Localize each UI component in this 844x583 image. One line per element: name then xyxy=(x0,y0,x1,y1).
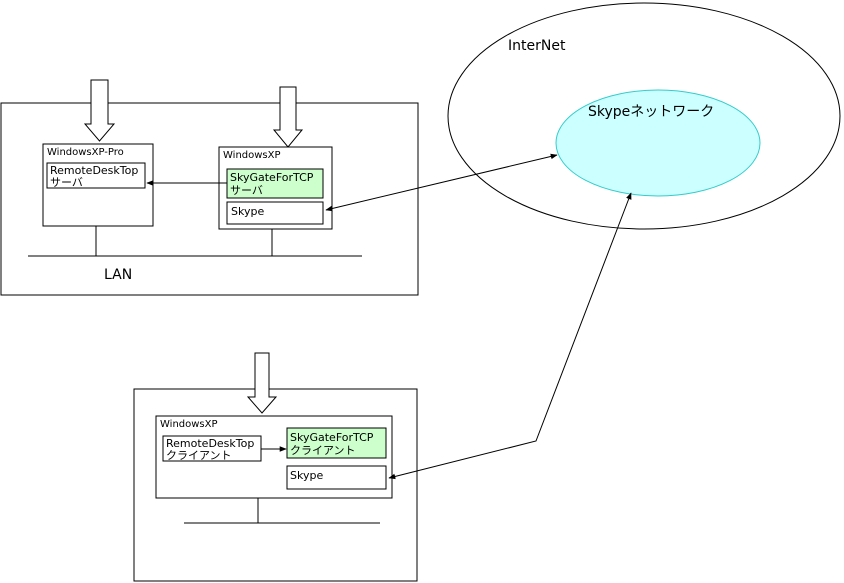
internet-label: InterNet xyxy=(508,38,566,54)
skygate-server-line2: サーバ xyxy=(230,184,263,197)
pc-title: WindowsXP-Pro xyxy=(47,147,124,158)
remotedesktop-server-line1: RemoteDeskTop xyxy=(50,164,138,177)
lan-label: LAN xyxy=(104,267,132,283)
skype-box xyxy=(226,201,324,225)
skygate-server-box xyxy=(226,168,324,199)
skygate-client-line2: クライアント xyxy=(290,444,356,457)
skygate-client-line1: SkyGateForTCP xyxy=(290,431,374,444)
skype-connection-b xyxy=(388,192,632,480)
skype-network-ellipse xyxy=(555,89,761,197)
user-access-arrow xyxy=(246,352,278,414)
remotedesktop-client-box xyxy=(162,435,262,462)
site-b-frame xyxy=(133,388,418,582)
skygate-server-line1: SkyGateForTCP xyxy=(230,171,314,184)
remotedesktop-client-line1: RemoteDeskTop xyxy=(166,437,254,450)
remotedesktop-server-line2: サーバ xyxy=(50,176,83,189)
user-access-arrow xyxy=(272,86,304,148)
skygate-client-box xyxy=(286,427,387,459)
user-access-arrow xyxy=(83,79,116,142)
skype-network-label: Skypeネットワーク xyxy=(588,104,714,120)
pc-title: WindowsXP xyxy=(160,419,218,430)
skype-label: Skype xyxy=(290,469,323,482)
remotedesktop-client-line2: クライアント xyxy=(166,449,232,462)
skype-box xyxy=(286,465,387,490)
skype-connection-a xyxy=(325,153,558,212)
remotedesktop-server-box xyxy=(46,162,146,189)
pc-title: WindowsXP xyxy=(223,150,281,161)
skype-label: Skype xyxy=(231,205,264,218)
